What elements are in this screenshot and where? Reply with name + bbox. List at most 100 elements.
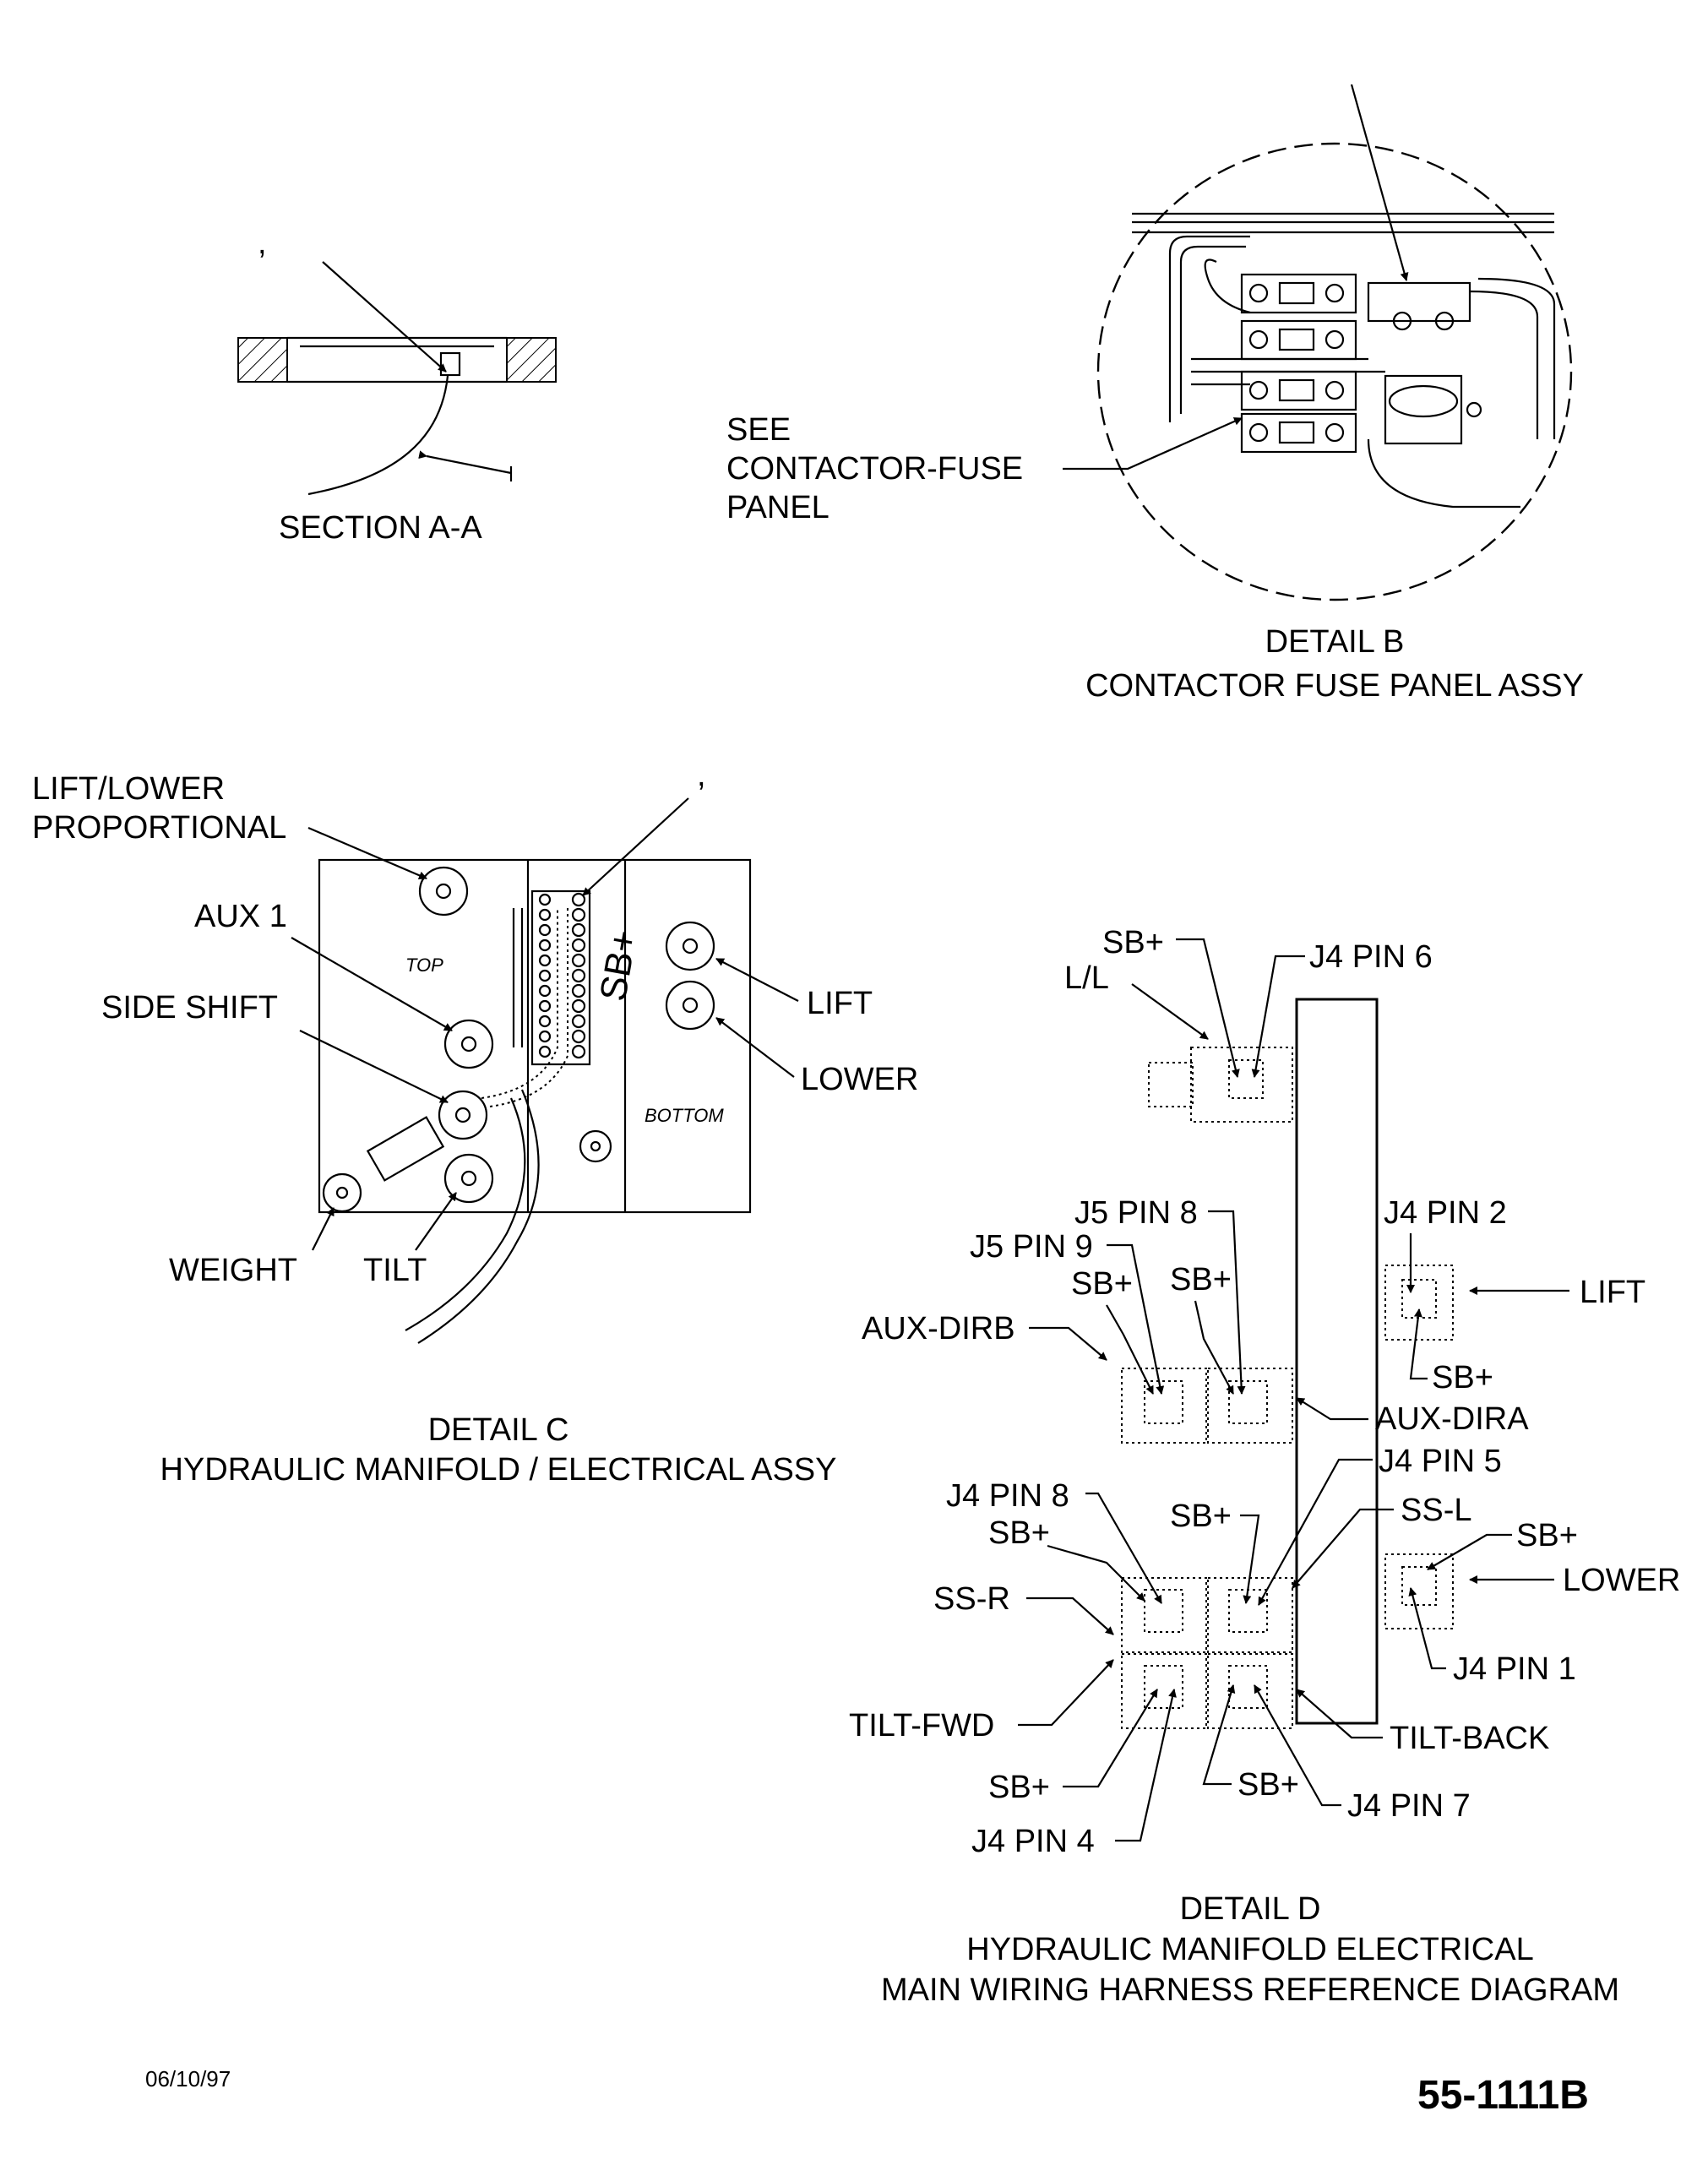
leader-tilt-fwd: [1018, 1659, 1114, 1727]
weight-sensor-body: [366, 1116, 445, 1182]
label-tilt: TILT: [363, 1253, 427, 1288]
leader-sb-c: [1047, 1544, 1145, 1602]
label-sb-b: SB+: [1170, 1262, 1232, 1297]
tilt-coil-center: [460, 1170, 477, 1187]
label-j4-pin4: J4 PIN 4: [971, 1824, 1095, 1859]
label-side-shift: SIDE SHIFT: [101, 990, 278, 1025]
connector-tilt-back-pins: [1228, 1665, 1268, 1709]
leader-ll: [1131, 983, 1209, 1040]
side-shift-coil: [438, 1090, 488, 1140]
see-note-line3: PANEL: [726, 490, 830, 525]
terminal-2: [1248, 329, 1269, 350]
leader-sb-a: [1106, 1304, 1154, 1395]
section-a-a: , SECTION A-A: [237, 226, 557, 546]
weight-coil-center: [335, 1186, 349, 1199]
section-a-title: SECTION A-A: [279, 510, 482, 546]
wire-1: [1168, 235, 1250, 422]
fuse-1: [1278, 281, 1315, 305]
label-aux-dirb: AUX-DIRB: [862, 1311, 1015, 1346]
leader-ss-l: [1292, 1508, 1394, 1589]
connector-ss-r: [1121, 1577, 1207, 1653]
harness-dotted-1: [481, 908, 558, 1099]
connector-tilt-back: [1207, 1653, 1293, 1729]
leader-tilt-back: [1296, 1689, 1383, 1739]
leader-aux-dirb: [1029, 1326, 1107, 1361]
contactor-post-2: [1434, 311, 1455, 331]
connector-lift-pins: [1401, 1279, 1437, 1319]
fuse-row-3: [1240, 370, 1357, 411]
label-weight: WEIGHT: [169, 1253, 297, 1288]
connector-ll: [1190, 1047, 1293, 1123]
manifold-block: [1295, 998, 1379, 1725]
see-note-line2: CONTACTOR-FUSE: [726, 451, 1023, 487]
terminal-8: [1325, 422, 1345, 443]
terminal-3: [1248, 380, 1269, 400]
terminal-4: [1248, 422, 1269, 443]
contactor-body: [1384, 374, 1463, 445]
wire-2: [1179, 245, 1246, 414]
hatched-wall-left: [237, 337, 288, 383]
tilt-coil: [443, 1153, 494, 1204]
label-ss-l: SS-L: [1401, 1493, 1471, 1528]
label-sb-d: SB+: [1170, 1499, 1232, 1534]
label-sb-f: SB+: [1237, 1767, 1299, 1803]
fuse-row-4: [1240, 412, 1357, 454]
label-aux-dira: AUX-DIRA: [1375, 1401, 1529, 1437]
label-lower-d: LOWER: [1563, 1563, 1680, 1598]
detail-d: SB+ J4 PIN 6 L/L J5 PIN 8 J5 PIN 9 SB+ S…: [849, 925, 1680, 2008]
leader-sb-d: [1240, 1514, 1260, 1604]
label-j4-pin1: J4 PIN 1: [1453, 1651, 1576, 1687]
connector-ss-r-pins: [1144, 1589, 1183, 1633]
connector-lower-pins: [1401, 1566, 1437, 1606]
contactor-top: [1367, 281, 1471, 323]
label-sb-c: SB+: [988, 1515, 1050, 1551]
label-sb-a: SB+: [1071, 1266, 1133, 1302]
fuse-row-1: [1240, 273, 1357, 314]
leader-lower: [715, 1017, 795, 1078]
contactor-coil: [1388, 384, 1459, 418]
terminal-block: [439, 351, 461, 377]
connector-aux-dira: [1207, 1368, 1293, 1444]
leader-detail-b: [1350, 84, 1409, 281]
connector-aux-dira-pins: [1228, 1380, 1268, 1424]
connector-lift: [1384, 1265, 1454, 1341]
drawing-number: 55-1111B: [1417, 2073, 1589, 2118]
terminal-strip: [530, 889, 591, 1066]
label-j4-pin7: J4 PIN 7: [1347, 1788, 1471, 1824]
label-tilt-fwd: TILT-FWD: [849, 1708, 994, 1743]
leader-lift-lower: [307, 826, 427, 880]
connector-ll-pins: [1228, 1059, 1264, 1099]
label-j4-pin2: J4 PIN 2: [1384, 1195, 1507, 1231]
connector-tilt-fwd: [1121, 1653, 1207, 1729]
lower-coil: [665, 980, 715, 1031]
terminal-7: [1325, 380, 1345, 400]
contactor-post-1: [1392, 311, 1412, 331]
manifold-outline: [318, 858, 752, 1214]
connector-tilt-fwd-pins: [1144, 1665, 1183, 1709]
leader-aux-dira: [1296, 1397, 1368, 1421]
leader-j4-pin7: [1254, 1684, 1341, 1807]
harness-curve-1: [405, 1097, 526, 1331]
aux1-coil-center: [460, 1036, 477, 1053]
wire-7: [1469, 290, 1539, 439]
leader-j4-pin4: [1115, 1689, 1177, 1842]
label-j5-pin9: J5 PIN 9: [970, 1229, 1093, 1265]
leader-tilt: [415, 1192, 457, 1251]
lower-coil-center: [682, 997, 699, 1014]
label-aux1: AUX 1: [194, 899, 287, 934]
label-lift-lower-1: LIFT/LOWER: [32, 771, 225, 807]
lift-lower-proportional-coil-center: [435, 883, 452, 900]
wire-loop: [1204, 258, 1251, 314]
drawing-date: 06/10/97: [145, 2066, 231, 2092]
detail-d-title-3: MAIN WIRING HARNESS REFERENCE DIAGRAM: [881, 1972, 1619, 2008]
hatched-wall-right: [506, 337, 557, 383]
fuse-4: [1278, 421, 1315, 444]
leader-sb-ll: [1176, 938, 1240, 1078]
connector-aux-dirb-pins: [1144, 1380, 1183, 1424]
label-j4-pin5: J4 PIN 5: [1379, 1444, 1502, 1479]
panel-top-text: TOP: [405, 955, 443, 976]
terminal-5: [1325, 283, 1345, 303]
aux1-coil: [443, 1019, 494, 1069]
leader-sb-f: [1202, 1684, 1236, 1786]
